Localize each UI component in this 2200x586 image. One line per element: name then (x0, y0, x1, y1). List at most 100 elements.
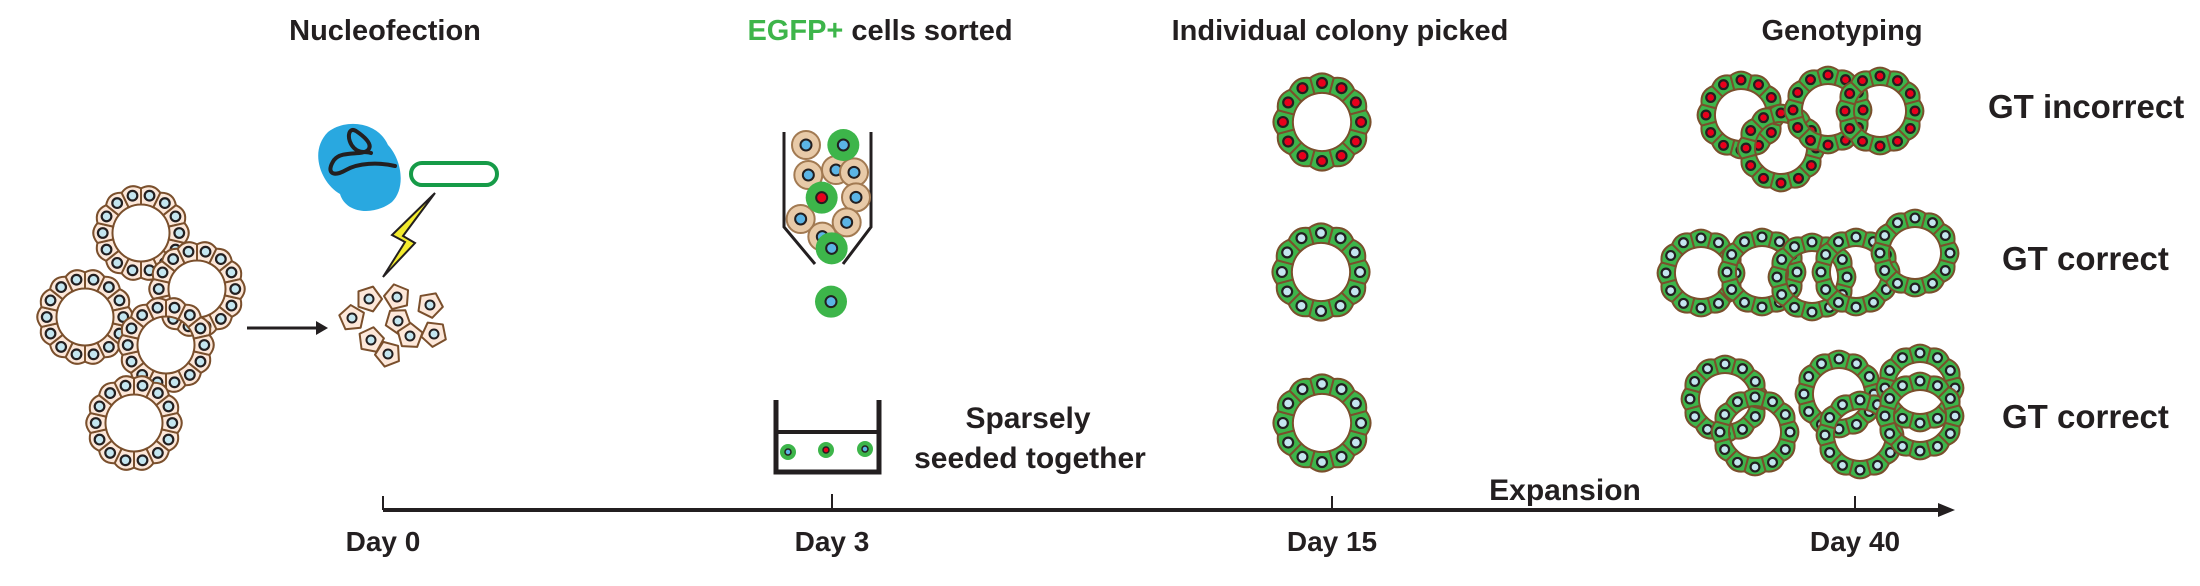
nucleus (44, 294, 57, 307)
nucleus (111, 256, 124, 269)
nucleus (229, 283, 242, 295)
nucleus (70, 348, 83, 361)
nucleus (1824, 447, 1836, 459)
nucleus (1689, 375, 1701, 387)
nucleus (1349, 436, 1362, 449)
nucleus (1731, 396, 1743, 408)
expanded-colonies (1656, 65, 1965, 480)
title-genotyping: Genotyping (1761, 15, 1922, 47)
nucleus (1914, 417, 1926, 429)
nucleus (104, 446, 117, 459)
nucleus (1884, 392, 1896, 404)
unlabeled-cell (785, 204, 816, 234)
nucleus (1909, 212, 1921, 224)
nucleus (382, 348, 394, 360)
gt-label-1: GT incorrect (1988, 88, 2184, 125)
nucleus (1804, 74, 1816, 86)
nucleus (346, 312, 358, 324)
nucleus (1931, 380, 1944, 392)
organoid (85, 375, 183, 471)
nucleus (119, 379, 132, 392)
nucleus (1850, 231, 1862, 243)
nucleus (162, 400, 175, 413)
nucleus (1756, 231, 1768, 243)
nucleus (1335, 82, 1348, 95)
gt-label-2: GT correct (2002, 240, 2169, 277)
nucleus (198, 339, 211, 351)
nucleus (836, 138, 850, 152)
nucleus (70, 273, 83, 286)
nucleus (799, 138, 813, 152)
nucleus (194, 355, 207, 368)
nucleus (822, 446, 830, 454)
nucleus (1857, 104, 1869, 116)
nucleus (1914, 375, 1926, 387)
nucleus (1931, 440, 1944, 452)
seeded-cell (857, 441, 873, 457)
nucleus (784, 448, 792, 456)
nucleus (1736, 423, 1749, 435)
nucleus (1884, 447, 1896, 459)
expansion-label: Expansion (1489, 474, 1641, 507)
nucleus (151, 387, 164, 400)
nucleus (1740, 142, 1752, 154)
nucleus (1665, 285, 1677, 297)
nucleus (1766, 456, 1779, 468)
nucleus (225, 266, 238, 279)
nucleus (1844, 122, 1856, 135)
nucleus (126, 189, 139, 202)
nucleus (111, 197, 124, 210)
nucleus (167, 253, 180, 266)
nucleus (824, 295, 838, 309)
single-cell (417, 292, 444, 319)
nucleus (1749, 411, 1761, 423)
nucleus (1738, 236, 1750, 248)
nucleus (100, 243, 113, 256)
title-colony-picked: Individual colony picked (1172, 15, 1509, 47)
nucleus (93, 400, 106, 413)
nucleus (1792, 172, 1805, 184)
nucleus (1335, 383, 1348, 396)
nucleus (1721, 266, 1733, 278)
nucleus (1820, 248, 1832, 261)
nucleus (1776, 253, 1788, 265)
nucleus (391, 291, 403, 303)
single-cell (358, 326, 385, 353)
nucleus (1295, 299, 1308, 312)
dissociated-single-cells (338, 283, 447, 368)
nucleus (136, 309, 149, 322)
nucleus (1891, 217, 1903, 229)
nucleus (1944, 392, 1956, 404)
nucleus (365, 334, 377, 346)
nucleus (1914, 445, 1926, 457)
nucleus (1820, 284, 1832, 296)
nucleus (1719, 444, 1731, 456)
single-cell (383, 283, 410, 311)
nucleus (1833, 353, 1845, 365)
electroporation-bolt-icon (382, 192, 436, 278)
nucleus (1803, 370, 1815, 382)
nucleus (1334, 232, 1347, 245)
seeding-label-line1: Sparsely (965, 402, 1090, 435)
nucleus (1856, 135, 1868, 147)
nucleus (1819, 429, 1831, 441)
nucleus (1804, 134, 1816, 146)
nucleus (1315, 456, 1329, 469)
nucleus (173, 227, 186, 239)
nucleus (428, 328, 440, 340)
nucleus (1695, 232, 1707, 244)
egfp-cell (815, 285, 847, 318)
nucleus (1832, 236, 1844, 248)
nucleus (1749, 391, 1761, 403)
nucleus (1779, 444, 1791, 456)
nucleus (1275, 265, 1288, 279)
nucleus (1867, 296, 1880, 308)
nucleus (1792, 122, 1804, 134)
nucleus (1874, 140, 1886, 152)
nucleus (1891, 135, 1904, 147)
nucleus (136, 379, 149, 392)
picked-colonies (1271, 72, 1372, 473)
nucleus (1850, 418, 1863, 430)
plasmid-icon (409, 161, 499, 187)
nucleus (1712, 237, 1725, 249)
